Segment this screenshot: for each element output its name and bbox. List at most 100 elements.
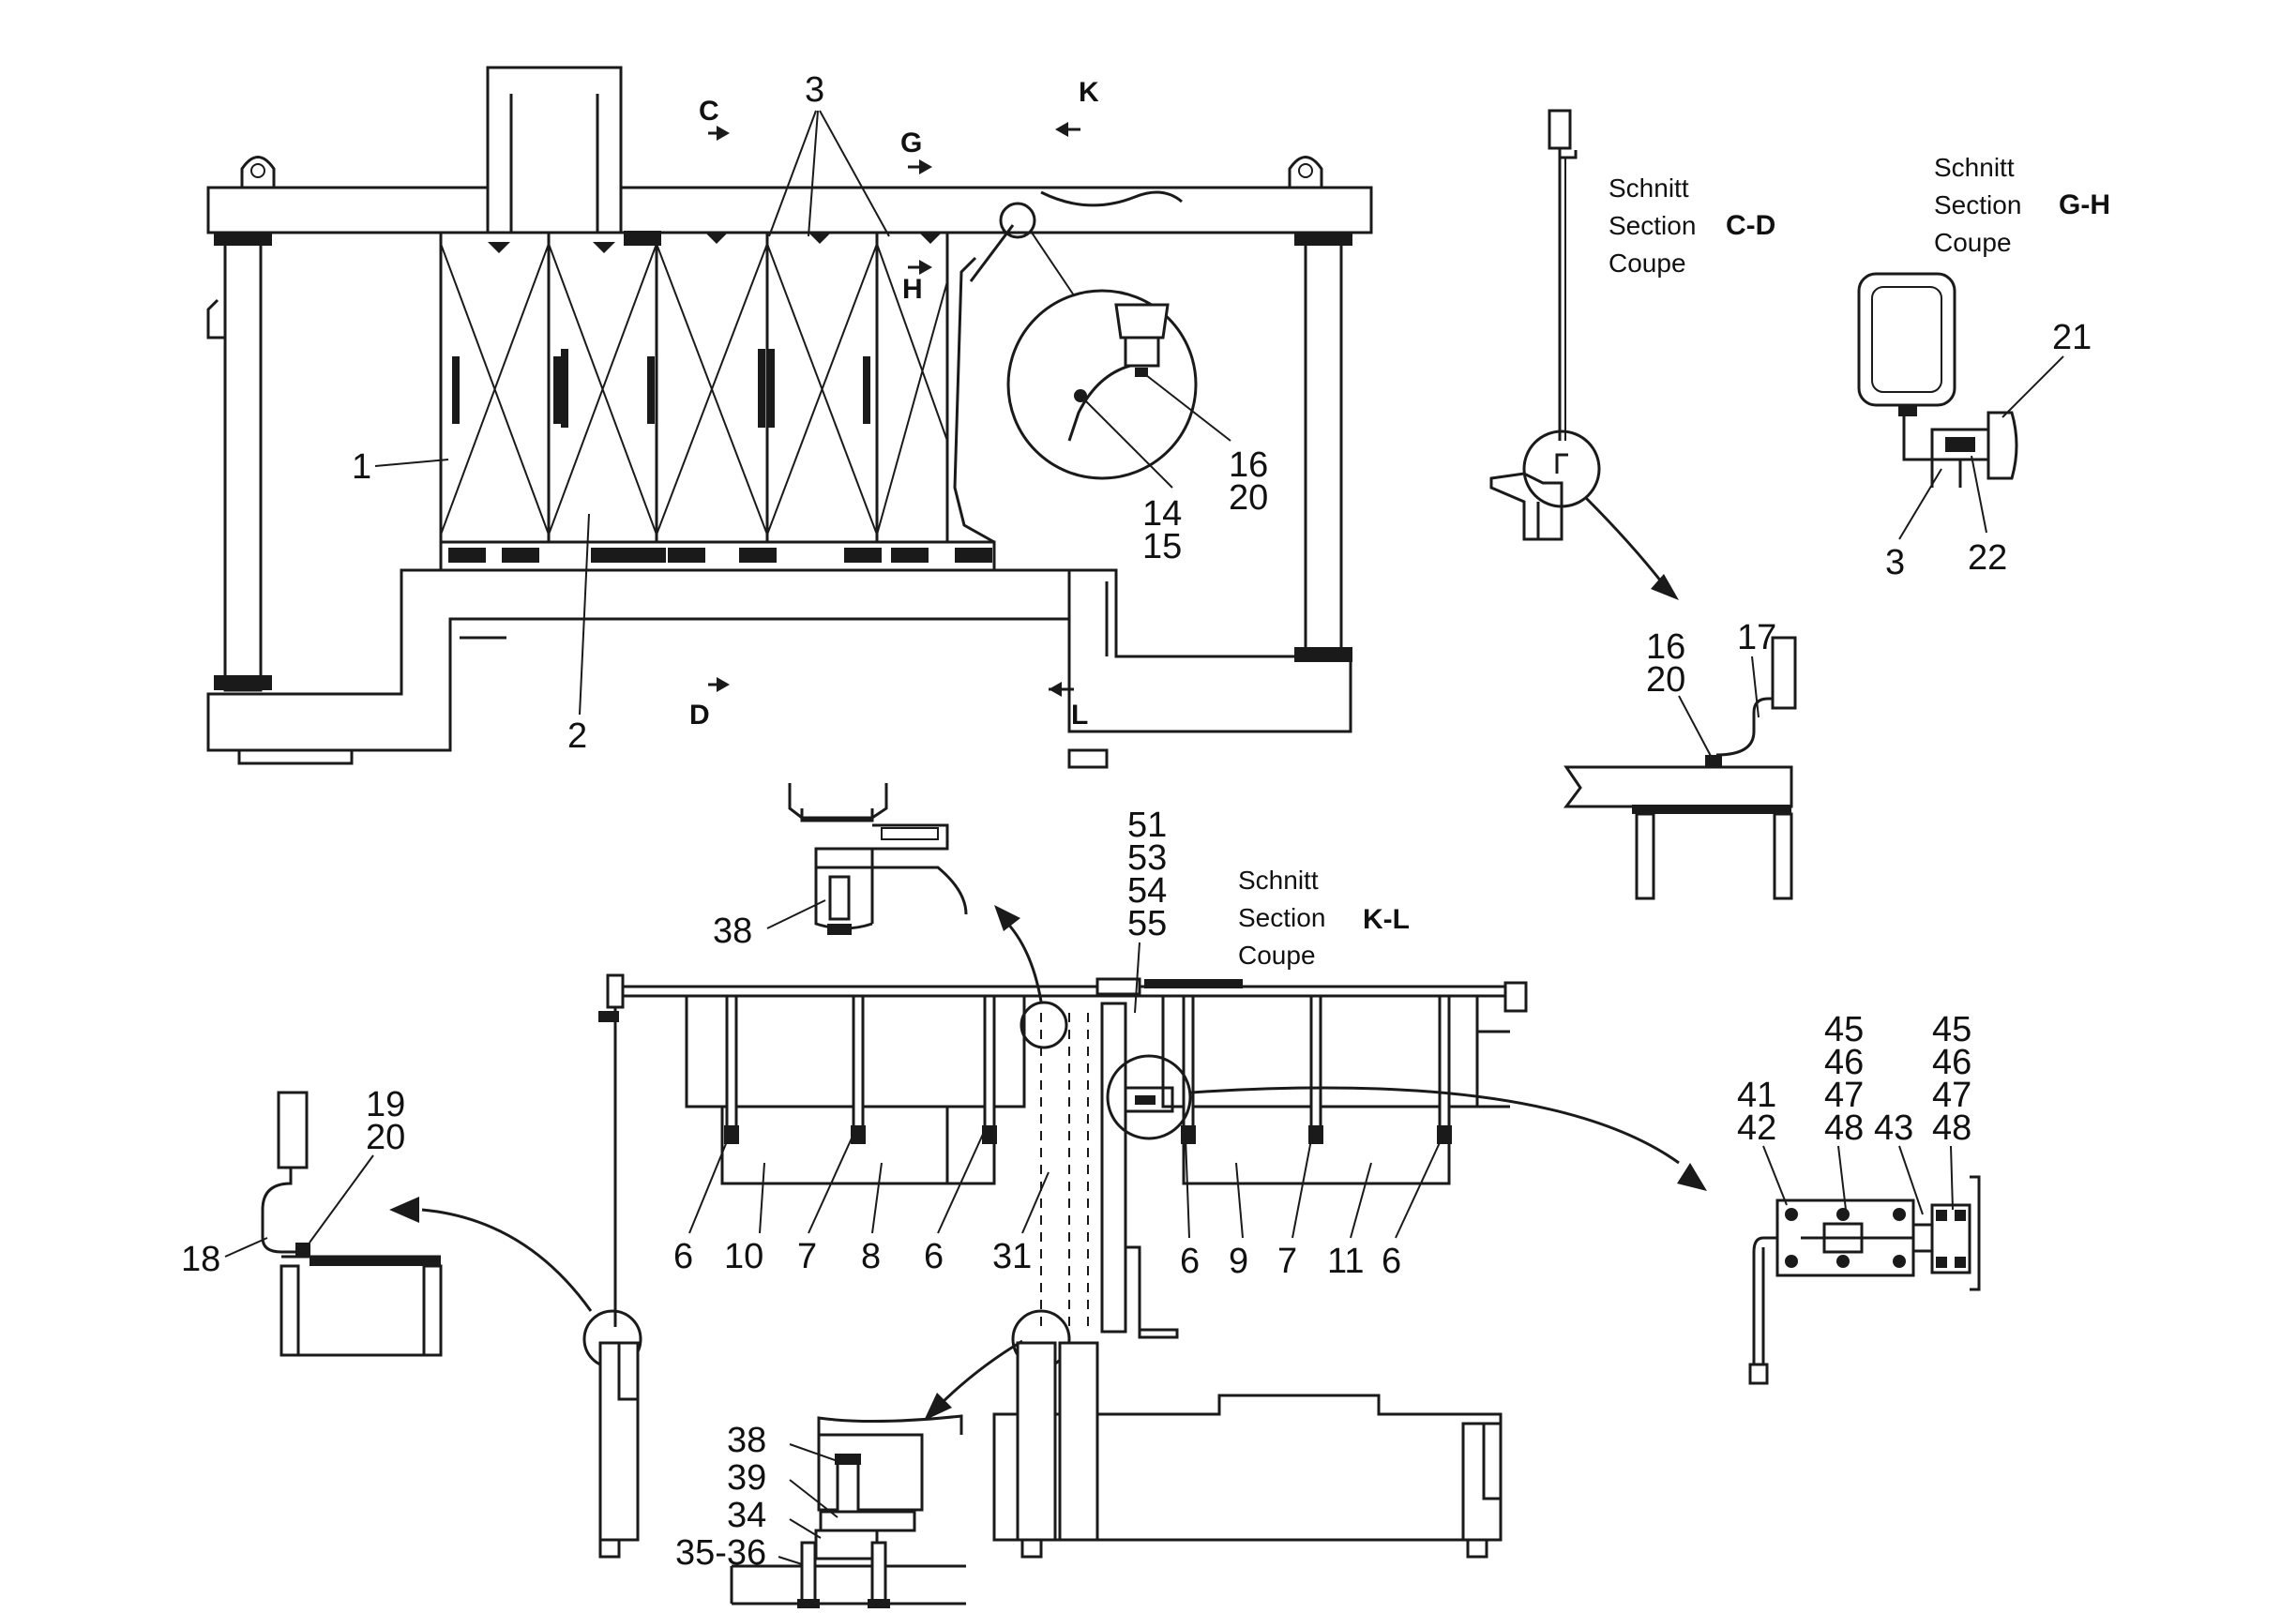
marker-h: H xyxy=(902,274,923,305)
kl-bottom-base xyxy=(992,1394,1503,1542)
lifting-eye-right-hole xyxy=(1298,163,1313,178)
kl-heading-coupe: Coupe xyxy=(1238,941,1316,970)
section-cd-view xyxy=(1489,109,1679,600)
arrow-to-detail-bottom xyxy=(924,1339,1023,1421)
callout-38: 38 xyxy=(713,912,752,951)
section-markers: C G K H D L xyxy=(689,77,1099,731)
section-cd-heading: Schnitt Section C-D Coupe xyxy=(1609,173,1775,278)
bottom-frame xyxy=(206,568,1071,752)
callout-45b: 45 xyxy=(1932,1010,1971,1049)
kl-heading-section: Section xyxy=(1238,903,1325,932)
section-gh-heading: Schnitt Section G-H Coupe xyxy=(1934,153,2110,257)
callout-7b: 7 xyxy=(1277,1242,1297,1281)
kl-left-tank-lower xyxy=(720,1107,996,1185)
left-column xyxy=(223,231,263,692)
lifting-eye-left-hole xyxy=(250,163,265,178)
callout-35-36: 35-36 xyxy=(675,1533,766,1573)
main-view-callouts: 3 1 2 14 15 16 20 xyxy=(352,70,1268,756)
gh-heading-letters: G-H xyxy=(2059,189,2110,220)
kl-heading-letters: K-L xyxy=(1363,904,1410,935)
core-coil-block xyxy=(439,231,949,544)
callout-47a: 47 xyxy=(1824,1076,1864,1115)
callout-47b: 47 xyxy=(1932,1076,1971,1115)
callout-34: 34 xyxy=(727,1496,766,1535)
callout-38b: 38 xyxy=(727,1421,766,1460)
detail-41-48: 45 46 47 48 41 42 45 46 47 43 48 xyxy=(1737,1010,1981,1385)
arrow-to-detail-38 xyxy=(994,905,1043,1002)
callout-16b: 16 xyxy=(1646,627,1685,667)
cd-heading-coupe: Coupe xyxy=(1609,249,1686,278)
callout-6d: 6 xyxy=(1382,1242,1401,1281)
callout-46b: 46 xyxy=(1932,1043,1971,1082)
callout-48a: 48 xyxy=(1824,1108,1864,1148)
callout-51: 51 xyxy=(1127,806,1167,845)
callout-6c: 6 xyxy=(1180,1242,1200,1281)
section-gh-view: 21 3 22 xyxy=(1857,272,2092,582)
callout-53: 53 xyxy=(1127,838,1167,878)
callout-6a: 6 xyxy=(673,1237,693,1276)
cd-heading-schnitt: Schnitt xyxy=(1609,173,1689,203)
coil-cross-bracing xyxy=(440,233,948,542)
right-column xyxy=(1304,231,1343,656)
callout-1: 1 xyxy=(352,447,371,487)
callout-11: 11 xyxy=(1327,1242,1364,1281)
callout-3: 3 xyxy=(805,70,824,110)
callout-9: 9 xyxy=(1229,1242,1248,1281)
tank-edge-broken xyxy=(953,256,995,544)
kl-right-tank-lower xyxy=(1182,1107,1451,1185)
section-kl-heading: Schnitt Section K-L Coupe xyxy=(1238,866,1410,970)
lifting-eye-left xyxy=(240,156,276,188)
arrow-to-detail-19 xyxy=(389,1197,593,1312)
callout-14: 14 xyxy=(1142,494,1182,534)
callout-3b: 3 xyxy=(1885,543,1905,582)
gh-heading-section: Section xyxy=(1934,190,2021,219)
kl-detail-circle-right xyxy=(1106,1054,1192,1140)
callout-42: 42 xyxy=(1737,1108,1776,1148)
kl-detail-circle-top xyxy=(1020,1001,1068,1049)
detail-19-20-18: 19 20 18 xyxy=(181,1085,443,1357)
kl-heading-schnitt: Schnitt xyxy=(1238,866,1319,895)
callout-31: 31 xyxy=(992,1237,1032,1276)
callout-43: 43 xyxy=(1874,1108,1913,1148)
callout-18: 18 xyxy=(181,1240,220,1279)
callout-6b: 6 xyxy=(924,1237,944,1276)
callout-48b: 48 xyxy=(1932,1108,1971,1148)
marker-d: D xyxy=(689,700,710,731)
callout-19: 19 xyxy=(366,1085,405,1124)
callout-20c: 20 xyxy=(366,1118,405,1157)
top-clamp-bolts xyxy=(488,233,942,253)
marker-k: K xyxy=(1079,77,1099,108)
lifting-eye-right xyxy=(1288,156,1323,188)
top-hanger-block xyxy=(486,66,623,248)
cd-heading-letters: C-D xyxy=(1726,210,1775,241)
gh-heading-coupe: Coupe xyxy=(1934,228,2012,257)
callout-46a: 46 xyxy=(1824,1043,1864,1082)
main-front-view xyxy=(206,66,1373,769)
coil-slots xyxy=(452,349,870,428)
marker-g: G xyxy=(900,128,922,158)
gh-heading-schnitt: Schnitt xyxy=(1934,153,2015,182)
callout-7a: 7 xyxy=(797,1237,817,1276)
callout-54: 54 xyxy=(1127,871,1167,911)
callout-2: 2 xyxy=(567,716,587,756)
callout-8: 8 xyxy=(861,1237,881,1276)
callout-21: 21 xyxy=(2052,318,2092,357)
kl-callouts: 51 53 54 55 6 10 7 8 6 31 6 9 7 11 6 xyxy=(673,806,1443,1281)
detail-circle-bushing xyxy=(1006,289,1198,480)
callout-10: 10 xyxy=(724,1237,763,1276)
callout-22: 22 xyxy=(1968,538,2007,578)
callout-55: 55 xyxy=(1127,904,1167,943)
cd-heading-section: Section xyxy=(1609,211,1696,240)
marker-c: C xyxy=(699,96,719,127)
top-beam xyxy=(206,186,1373,234)
callout-41: 41 xyxy=(1737,1076,1776,1115)
detail-16-20-17: 16 20 17 xyxy=(1563,618,1797,900)
arrow-to-detail-41 xyxy=(1190,1086,1707,1191)
callout-16: 16 xyxy=(1229,445,1268,485)
callout-39: 39 xyxy=(727,1458,766,1498)
callout-20b: 20 xyxy=(1646,660,1685,700)
callout-15: 15 xyxy=(1142,527,1182,566)
callout-45a: 45 xyxy=(1824,1010,1864,1049)
detail-bottom-bolts: 38 39 34 35-36 xyxy=(675,1414,966,1608)
